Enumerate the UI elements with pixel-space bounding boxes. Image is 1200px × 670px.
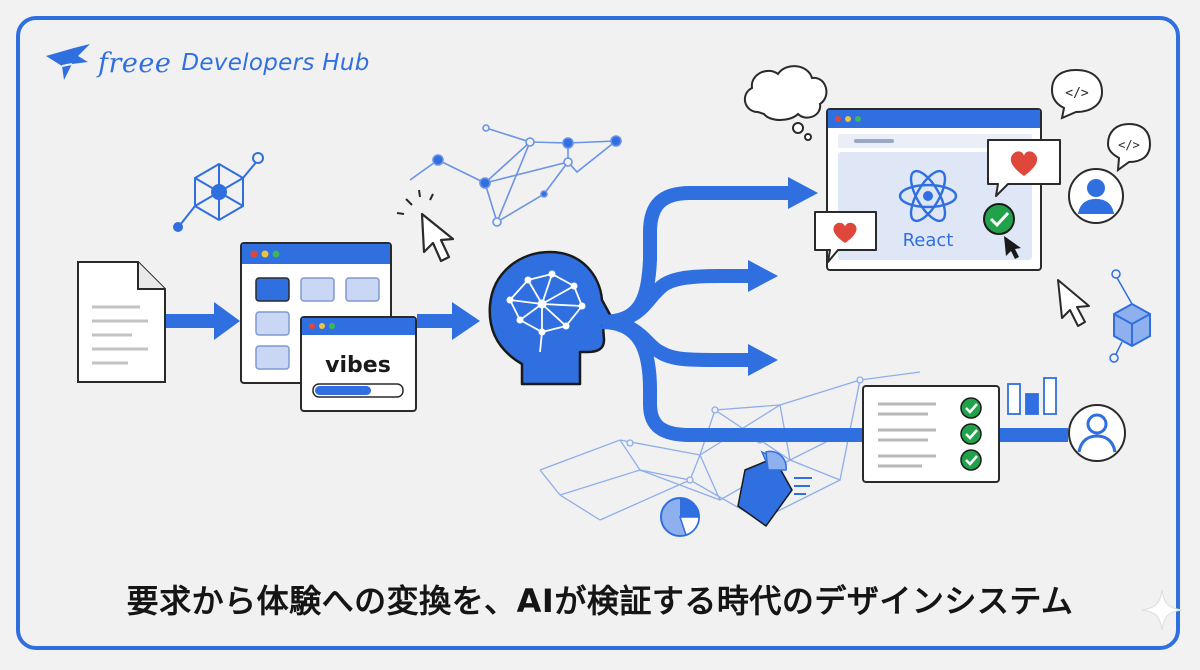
user-avatar-icon-top bbox=[1068, 168, 1124, 224]
cursor-icon bbox=[1057, 279, 1090, 327]
bird-icon bbox=[46, 44, 90, 80]
sparkle-icon bbox=[1141, 589, 1183, 631]
check-icon bbox=[960, 423, 982, 445]
page-title: 要求から体験への変換を、AIが検証する時代のデザインシステム bbox=[126, 582, 1074, 620]
logo-brand-text: freee bbox=[98, 47, 172, 79]
network-top bbox=[409, 124, 622, 227]
branch-arrows bbox=[601, 186, 1068, 442]
check-icon bbox=[960, 397, 982, 419]
ai-brain-head-icon bbox=[488, 250, 616, 386]
check-icon bbox=[960, 449, 982, 471]
sparkle-cursor-icon bbox=[396, 189, 455, 263]
check-cursor-icon bbox=[983, 203, 1021, 259]
cube-network-icon bbox=[1109, 269, 1151, 363]
react-logo-icon bbox=[898, 169, 958, 223]
code-bubble-icon-1: </> bbox=[1050, 68, 1104, 120]
thought-cloud-icon bbox=[743, 65, 828, 141]
vibes-label: vibes bbox=[325, 353, 391, 378]
brand-logo: freee Developers Hub bbox=[44, 42, 370, 84]
pie-chart-icon bbox=[660, 497, 700, 537]
heart-bubble-top bbox=[987, 139, 1061, 197]
react-label: React bbox=[903, 230, 954, 251]
branch-arrowheads bbox=[748, 177, 818, 376]
code-bubble-icon-2: </> bbox=[1106, 122, 1152, 173]
heart-icon bbox=[833, 222, 857, 243]
user-avatar-icon-bottom bbox=[1068, 404, 1126, 462]
svg-text:</>: </> bbox=[1118, 138, 1140, 152]
heart-bubble-left bbox=[814, 211, 877, 263]
logo-subtitle: Developers Hub bbox=[181, 50, 370, 76]
checklist-card bbox=[862, 385, 1000, 483]
hexagon-network-icon bbox=[173, 152, 264, 232]
heart-icon bbox=[1010, 151, 1038, 176]
document-icon bbox=[77, 261, 166, 383]
bar-chart-icon bbox=[1007, 377, 1057, 415]
document-chart-icon bbox=[737, 450, 812, 528]
vibes-window: vibes bbox=[300, 316, 417, 412]
svg-text:</>: </> bbox=[1065, 86, 1089, 101]
flow-arrow-2 bbox=[417, 302, 480, 340]
flow-arrow-1 bbox=[166, 302, 240, 340]
